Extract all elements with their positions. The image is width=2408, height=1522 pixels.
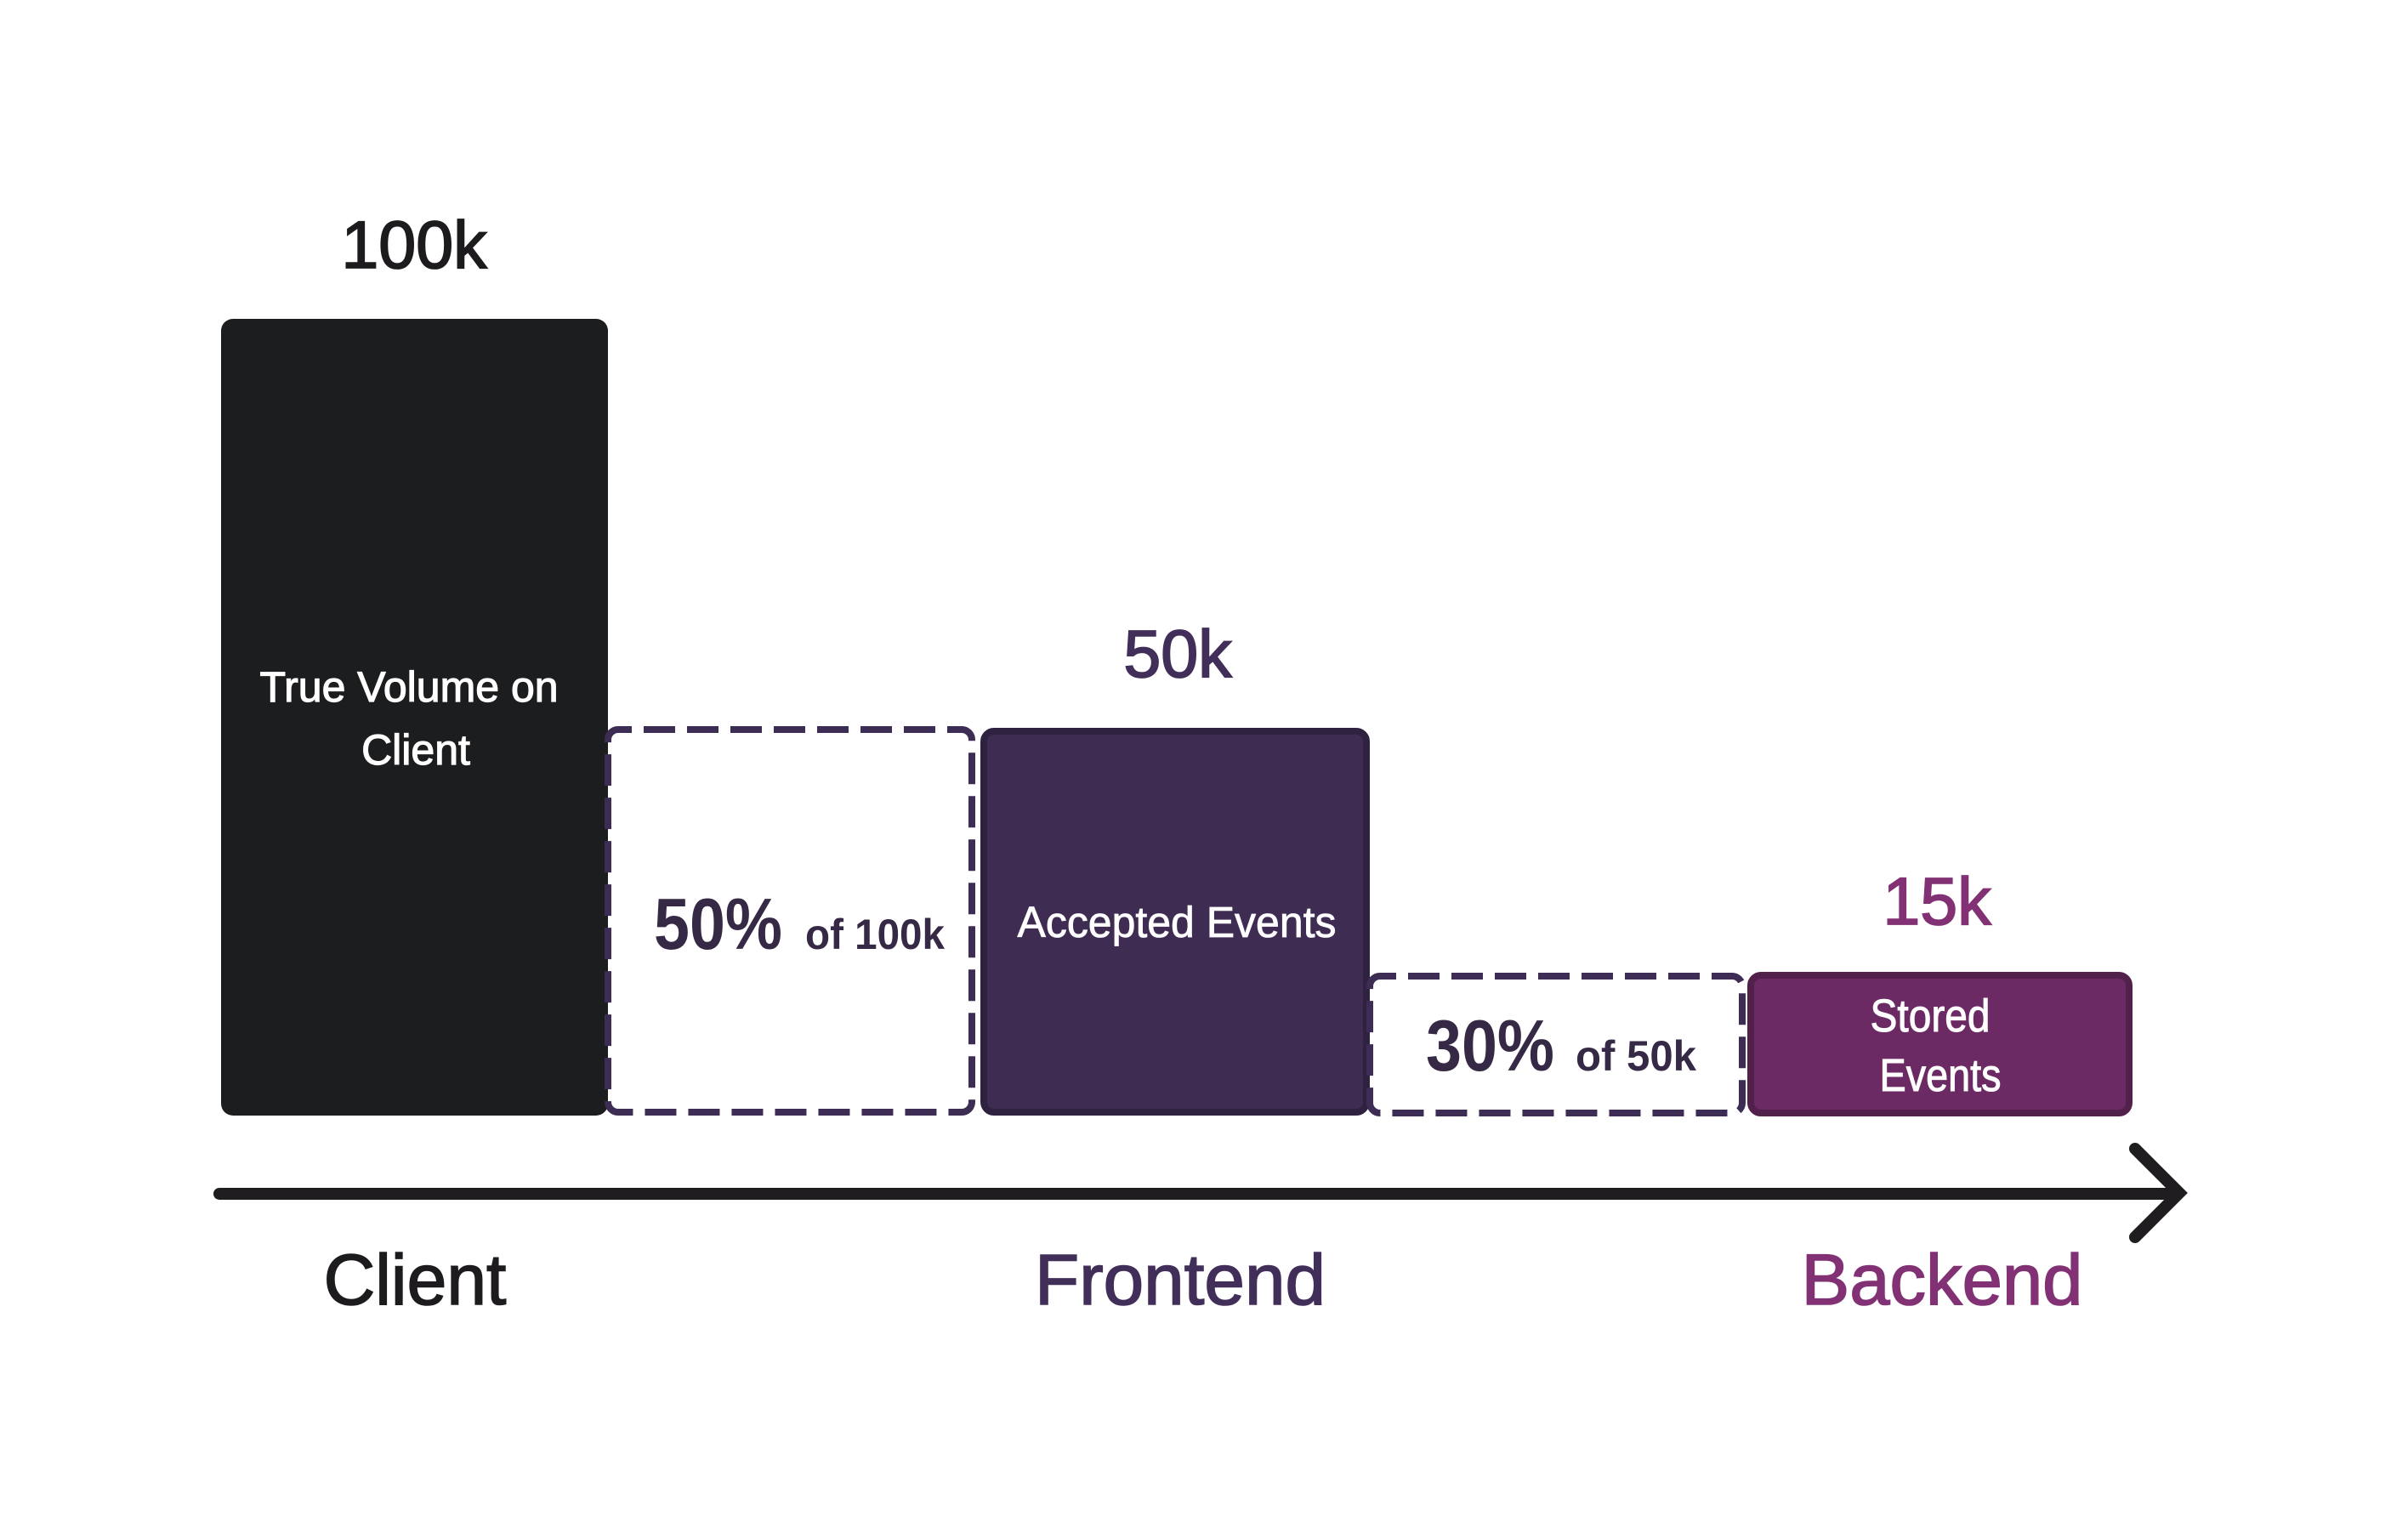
svg-text:of 50k: of 50k: [1576, 1032, 1696, 1080]
svg-text:Client: Client: [361, 726, 470, 774]
svg-text:50%: 50%: [654, 884, 782, 965]
svg-text:of 100k: of 100k: [805, 911, 945, 958]
svg-text:Frontend: Frontend: [1035, 1240, 1326, 1320]
svg-text:15k: 15k: [1883, 863, 1991, 939]
svg-text:30%: 30%: [1426, 1006, 1554, 1087]
svg-text:Events: Events: [1880, 1050, 2002, 1101]
svg-text:100k: 100k: [341, 207, 487, 282]
svg-text:Backend: Backend: [1802, 1240, 2083, 1320]
svg-text:Accepted Events: Accepted Events: [1018, 898, 1337, 946]
svg-text:Stored: Stored: [1871, 991, 1991, 1042]
svg-text:Client: Client: [324, 1240, 507, 1320]
svg-text:50k: 50k: [1123, 616, 1232, 691]
svg-text:True Volume on: True Volume on: [259, 663, 558, 711]
